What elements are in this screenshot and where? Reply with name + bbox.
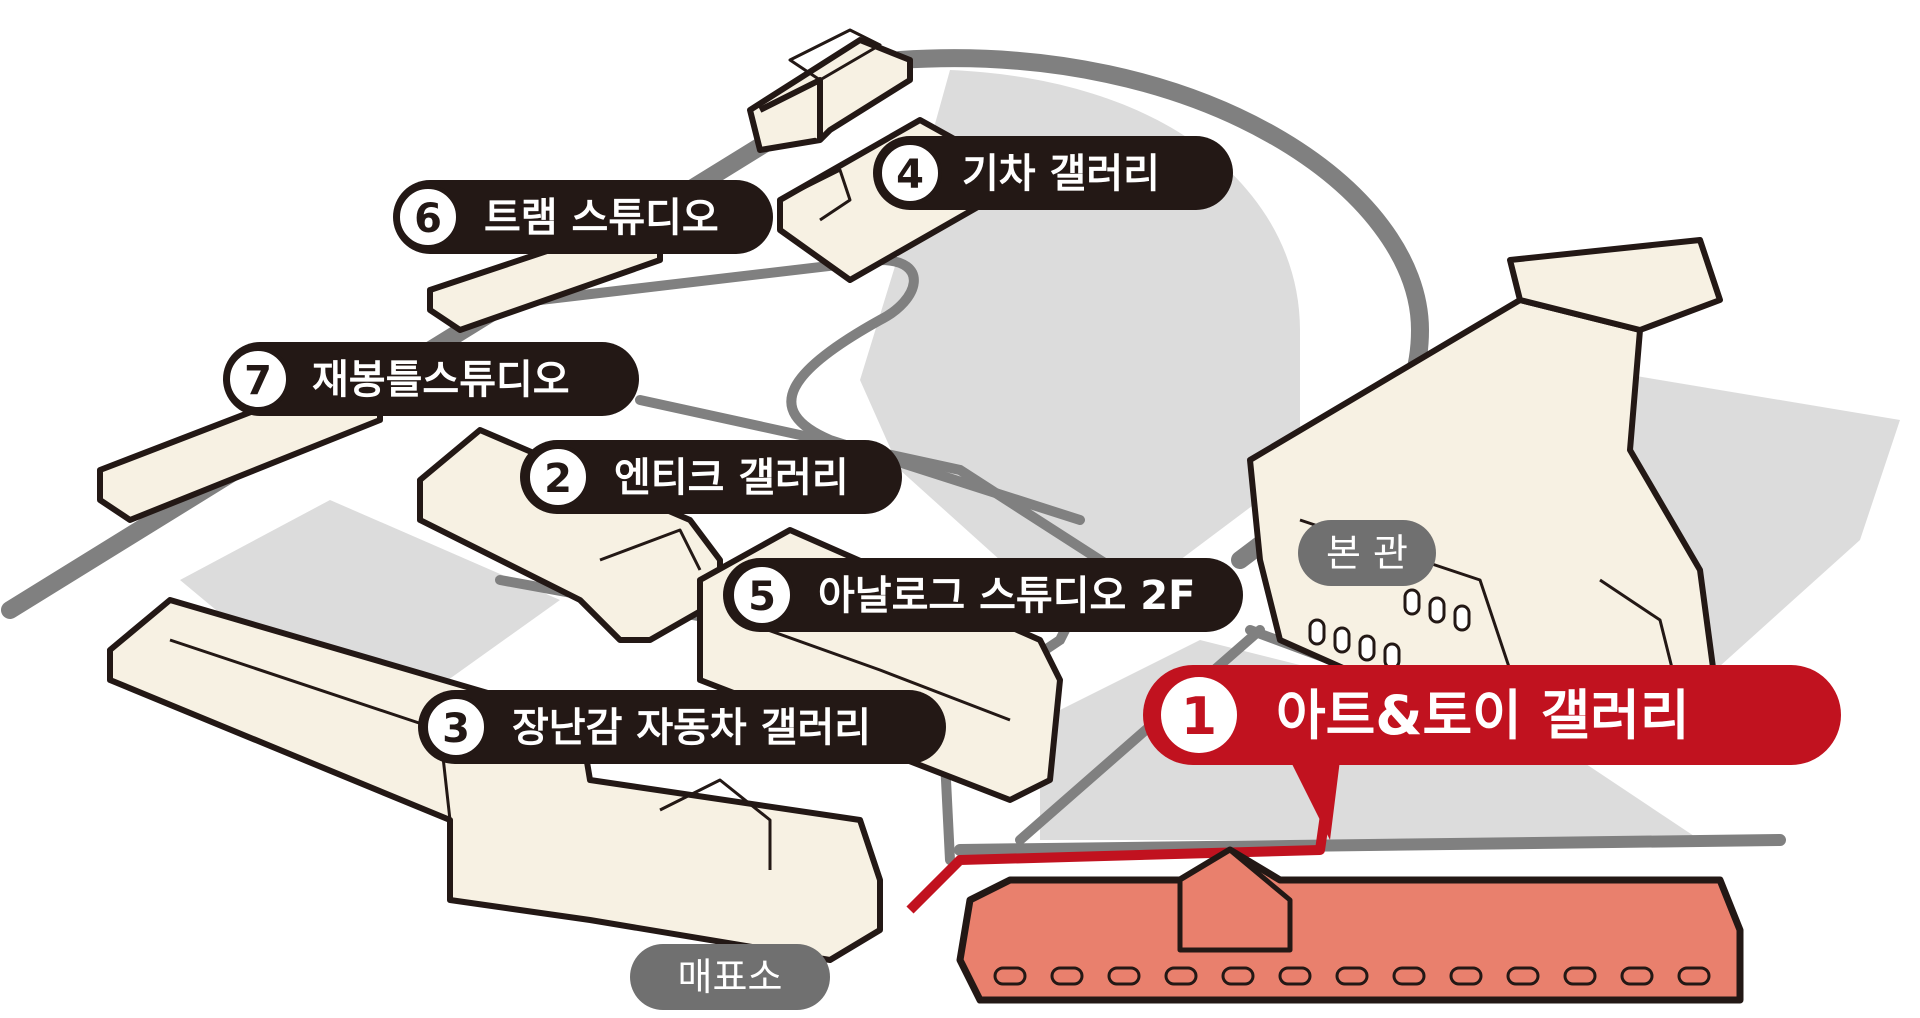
tag-ticket-office[interactable]: 매표소 [630,944,830,1010]
art-toy-windows [993,966,1711,986]
label-analog-studio[interactable]: 5 아날로그 스튜디오 2F [723,558,1243,632]
train-model [747,28,913,153]
label-art-toy-text: 아트&토이 갤러리 [1276,684,1690,747]
tag-ticket-office-text: 매표소 [678,955,783,999]
label-train-gallery[interactable]: 4 기차 갤러리 [873,136,1233,210]
label-toycar-gallery-number: 3 [442,706,470,752]
label-sewing-studio-text: 재봉틀스튜디오 [312,357,570,403]
label-tram-studio-number: 6 [414,196,442,242]
road-inner [535,254,1085,525]
label-train-gallery-number: 4 [896,152,924,198]
label-art-toy-gallery[interactable]: 1 아트&토이 갤러리 [1143,665,1841,840]
label-antique-gallery-number: 2 [544,456,572,502]
label-toycar-gallery[interactable]: 3 장난감 자동차 갤러리 [418,690,946,764]
label-tram-studio[interactable]: 6 트램 스튜디오 [393,180,773,254]
label-antique-gallery-text: 엔티크 갤러리 [614,455,849,501]
tag-main-hall-text: 본 관 [1326,531,1408,575]
label-sewing-studio[interactable]: 7 재봉틀스튜디오 [223,342,639,416]
label-art-toy-pointer [1290,760,1340,840]
building-art-toy-gallery [956,846,1744,1004]
label-antique-gallery[interactable]: 2 엔티크 갤러리 [520,440,902,514]
main-hall-windows [1308,588,1471,670]
label-analog-studio-number: 5 [748,574,776,620]
label-toycar-gallery-text: 장난감 자동차 갤러리 [512,705,871,751]
road-bottom [954,834,1786,856]
road-diagonal-main [1,51,909,619]
label-sewing-studio-number: 7 [244,358,272,404]
label-analog-studio-text: 아날로그 스튜디오 2F [818,573,1195,619]
label-art-toy-number: 1 [1181,687,1217,747]
label-tram-studio-text: 트램 스튜디오 [484,195,719,241]
label-train-gallery-text: 기차 갤러리 [962,151,1160,197]
tag-main-hall[interactable]: 본 관 [1298,520,1436,586]
